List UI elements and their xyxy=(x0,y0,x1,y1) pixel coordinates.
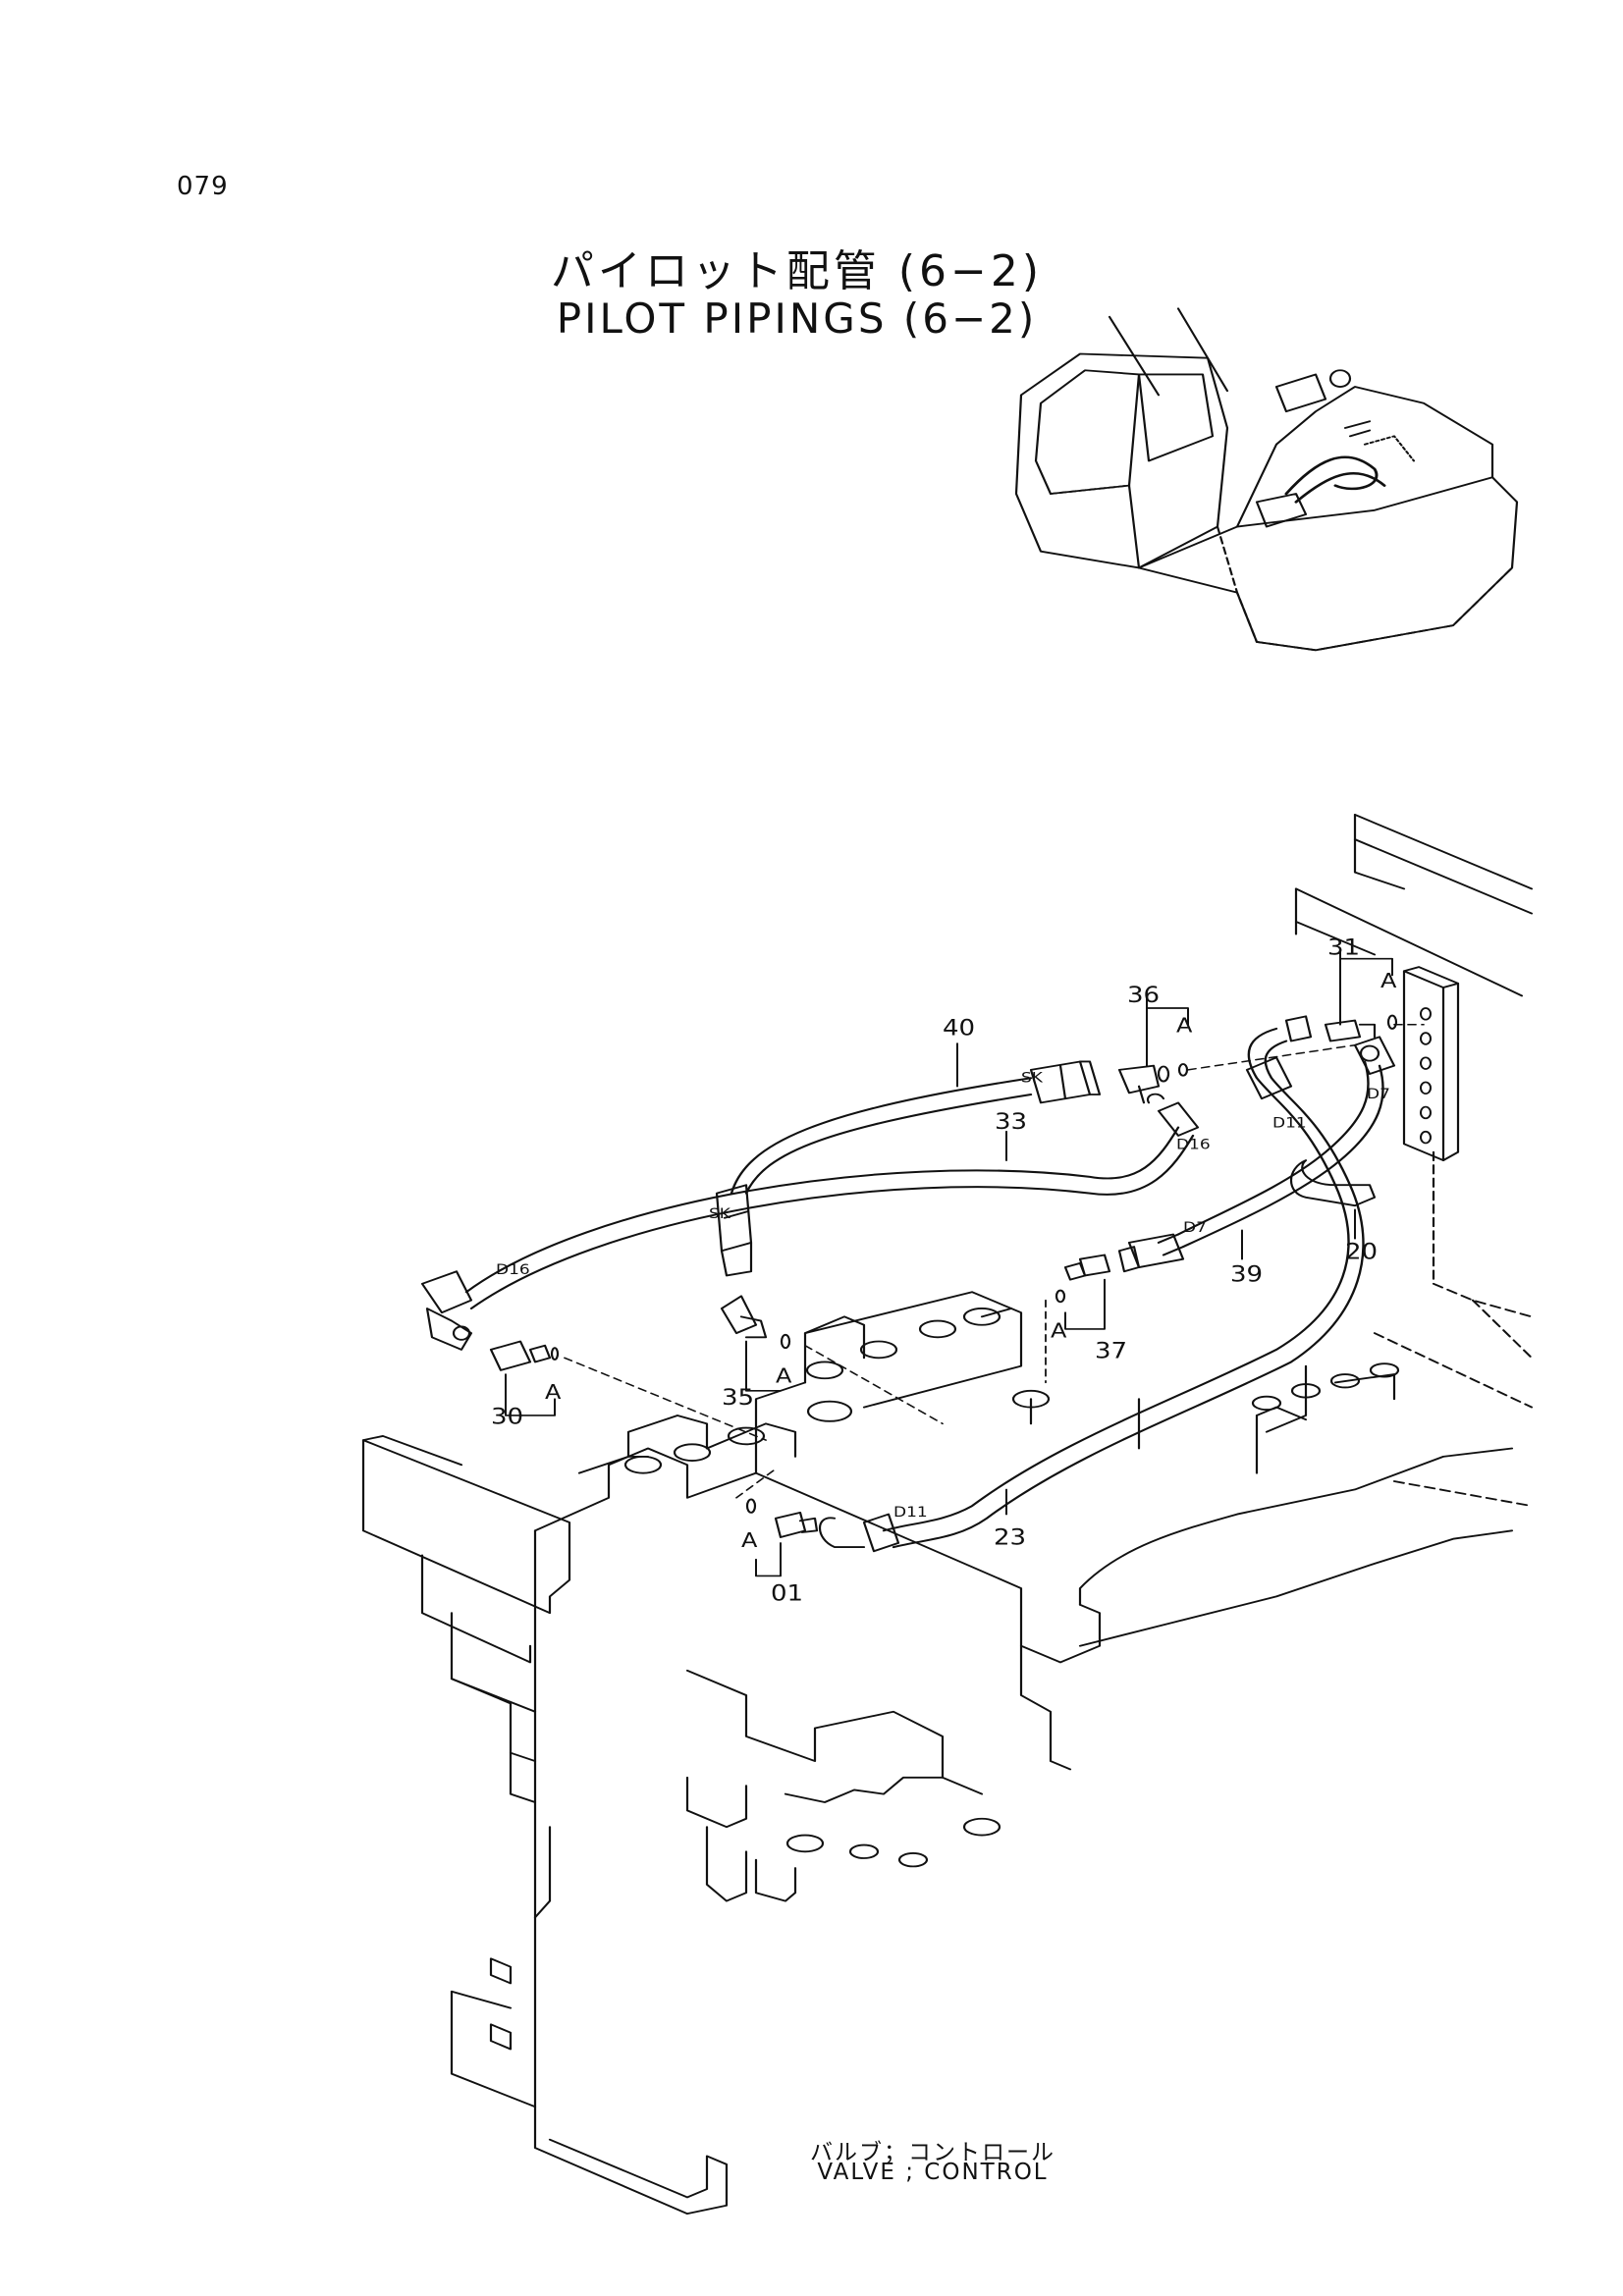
detail-mark-a: A xyxy=(1176,1014,1192,1038)
fitting-code-sk: SK xyxy=(709,1204,731,1221)
page-number: 079 xyxy=(177,172,229,201)
part-label-35: 35 xyxy=(722,1385,754,1410)
frame-bracket xyxy=(1294,814,1534,1409)
detail-mark-a: A xyxy=(741,1529,757,1553)
part-label-37: 37 xyxy=(1095,1338,1127,1362)
fitting-code-d7: D7 xyxy=(1183,1218,1207,1235)
detail-a-marks: A A A A A A xyxy=(545,970,1396,1553)
part-label-40: 40 xyxy=(943,1016,975,1041)
detail-mark-a: A xyxy=(545,1381,561,1405)
fitting-code-sk: SK xyxy=(1021,1069,1044,1086)
detail-mark-a: A xyxy=(776,1364,791,1388)
fitting-code-d16: D16 xyxy=(1176,1136,1211,1152)
valve-caption-japanese: バルブ；コントロール xyxy=(810,2140,1055,2165)
part-label-33: 33 xyxy=(995,1109,1027,1134)
part-label-36: 36 xyxy=(1127,983,1160,1007)
fitting-code-d7: D7 xyxy=(1367,1086,1390,1102)
lower-frame-beam xyxy=(1078,1362,1534,1647)
excavator-locator-illustration xyxy=(1014,307,1519,652)
part-label-23: 23 xyxy=(994,1525,1026,1550)
callout-brackets xyxy=(505,949,1393,1577)
fitting-code-d11: D11 xyxy=(1272,1114,1307,1131)
page-title-english: PILOT PIPINGS (6−2) xyxy=(556,294,1038,343)
page-title-japanese: パイロット配管 (6−2) xyxy=(550,246,1044,296)
fitting-code-d16: D16 xyxy=(496,1260,530,1277)
part-label-39: 39 xyxy=(1230,1261,1263,1286)
valve-caption-english: VALVE ; CONTROL xyxy=(817,2159,1049,2185)
fitting-code-d11: D11 xyxy=(893,1503,928,1520)
part-label-20: 20 xyxy=(1345,1240,1378,1264)
detail-mark-a: A xyxy=(1380,970,1396,993)
part-label-01: 01 xyxy=(771,1581,803,1606)
fittings xyxy=(420,1014,1398,1553)
part-number-labels: 40 33 36 31 20 39 37 35 30 01 23 xyxy=(491,934,1378,1606)
hose-assemblies xyxy=(464,1027,1384,1549)
fitting-code-labels: D16 D16 D11 D11 D7 D7 SK SK xyxy=(496,1069,1390,1521)
detail-mark-a: A xyxy=(1051,1319,1066,1343)
control-valve-body xyxy=(361,1291,1102,2216)
part-label-31: 31 xyxy=(1327,934,1360,959)
part-label-30: 30 xyxy=(491,1404,523,1428)
assembly-dashed-lines xyxy=(564,1023,1425,1499)
